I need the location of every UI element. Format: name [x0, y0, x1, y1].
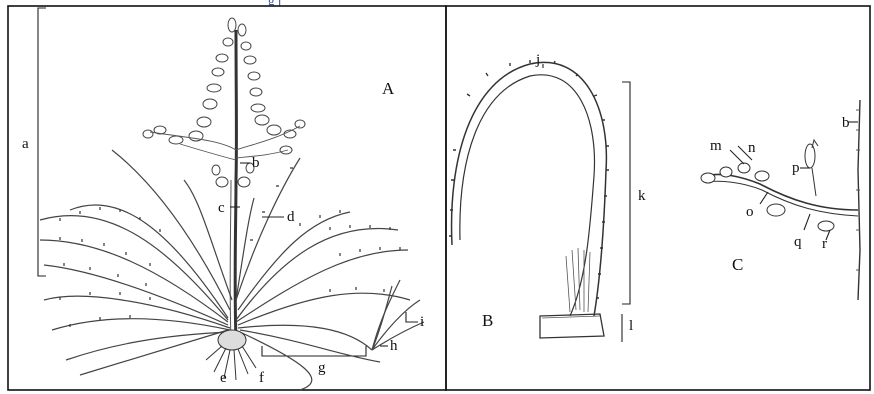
label-l: l: [629, 318, 633, 334]
label-b-c: b: [842, 115, 850, 131]
label-a: a: [22, 136, 29, 152]
bracket-k: [622, 82, 630, 304]
label-b: b: [252, 155, 260, 171]
label-c: c: [218, 200, 225, 216]
label-m: m: [710, 138, 722, 154]
label-o: o: [746, 204, 754, 220]
label-d: d: [287, 209, 295, 225]
label-i: i: [420, 314, 424, 330]
panel-b-label: B: [482, 311, 493, 330]
panel-c: C b m n o p q r: [701, 100, 860, 300]
panel-b: B j k l: [446, 6, 870, 390]
leaf-sheath-veins: [566, 248, 590, 312]
panel-a-label: A: [382, 79, 395, 98]
panel-c-label: C: [732, 255, 743, 274]
leaf-outer-edge: [452, 62, 607, 316]
label-e: e: [220, 370, 227, 386]
inflorescence-stalk: [235, 30, 236, 340]
panel-a: A a b c d e f g h i: [8, 6, 446, 390]
label-p: p: [792, 160, 800, 176]
branch: [706, 174, 858, 210]
label-q: q: [794, 234, 802, 250]
label-r: r: [822, 236, 827, 252]
label-h: h: [390, 338, 398, 354]
label-j: j: [535, 52, 540, 68]
label-n: n: [748, 140, 756, 156]
label-f: f: [259, 370, 264, 386]
label-g: g: [318, 360, 326, 376]
label-k: k: [638, 188, 646, 204]
